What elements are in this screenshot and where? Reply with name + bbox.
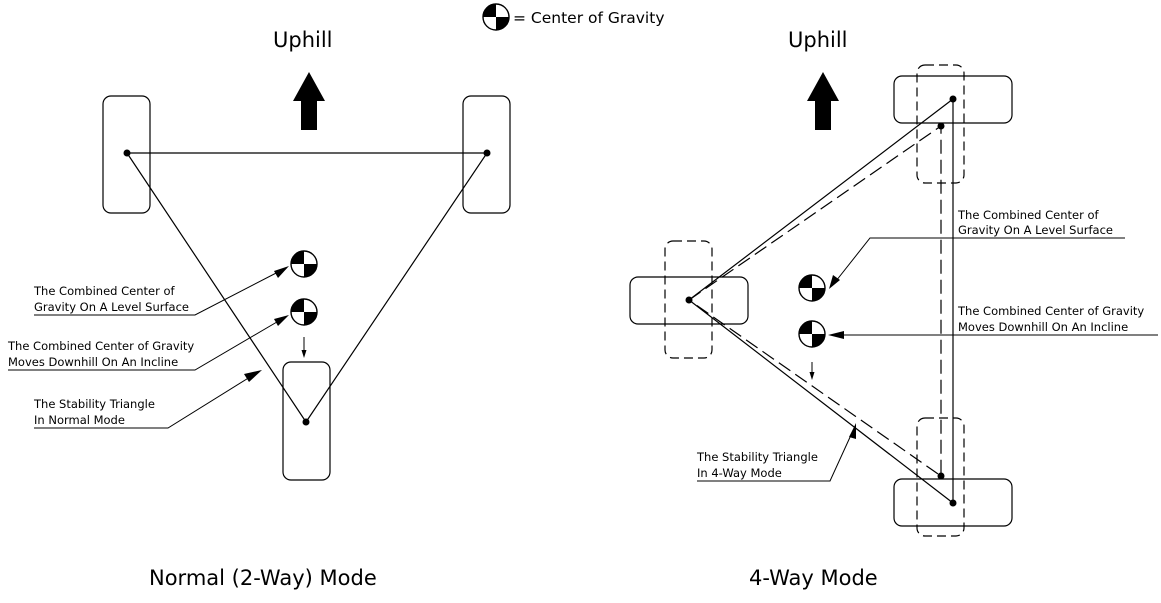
right-cog-incline-icon xyxy=(798,320,826,348)
right-callout-incline-line1: The Combined Center of Gravity xyxy=(957,304,1144,318)
legend: = Center of Gravity xyxy=(482,3,665,31)
left-front-right-wheel xyxy=(462,95,511,214)
left-callout-triangle-line2: In Normal Mode xyxy=(34,413,125,427)
left-wheels xyxy=(102,95,511,481)
right-middle-wheel-solid xyxy=(629,276,749,325)
left-panel: Uphill The Combined Center of Gravity On… xyxy=(7,28,511,590)
center-of-gravity-icon xyxy=(482,3,510,31)
left-callout-incline-line1: The Combined Center of Gravity xyxy=(7,339,194,353)
left-callout-incline-line2: Moves Downhill On An Incline xyxy=(8,355,178,369)
left-callout-level-line2: Gravity On A Level Surface xyxy=(34,300,189,314)
right-panel: Uphill The Combined Center of Gravity O xyxy=(629,28,1158,590)
left-cog-incline-icon xyxy=(290,298,318,326)
right-caption: 4-Way Mode xyxy=(749,566,878,590)
right-callout-level-line2: Gravity On A Level Surface xyxy=(958,223,1113,237)
right-solid-triangle xyxy=(688,97,954,505)
right-callout-triangle-line1: The Stability Triangle xyxy=(696,450,818,464)
left-caption: Normal (2-Way) Mode xyxy=(149,566,377,590)
left-uphill-label: Uphill xyxy=(273,28,333,52)
left-pivot-dot xyxy=(123,149,131,157)
left-callout-triangle-line1: The Stability Triangle xyxy=(33,397,155,411)
right-pivot-dot xyxy=(949,95,957,103)
right-pivot-dot xyxy=(685,296,693,304)
right-dashed-triangle xyxy=(687,124,942,478)
right-pivot-dot xyxy=(949,499,957,507)
left-stability-triangle xyxy=(125,152,489,424)
left-uphill-arrow-icon xyxy=(293,72,325,130)
right-callout-incline-line2: Moves Downhill On An Incline xyxy=(958,320,1128,334)
right-uphill-label: Uphill xyxy=(788,28,848,52)
right-pivot-dot xyxy=(937,472,945,480)
right-uphill-arrow-icon xyxy=(807,72,839,130)
right-cog-level-icon xyxy=(798,274,826,302)
right-callout-level-line1: The Combined Center of xyxy=(957,208,1100,222)
left-pivot-dot xyxy=(483,149,491,157)
right-middle-wheel-dashed xyxy=(664,240,713,359)
left-callout-level-line1: The Combined Center of xyxy=(33,284,176,298)
right-callout-triangle-line2: In 4-Way Mode xyxy=(697,466,782,480)
left-front-left-wheel xyxy=(102,95,151,214)
legend-text: = Center of Gravity xyxy=(513,9,665,27)
left-pivot-dot xyxy=(302,418,310,426)
right-pivot-dot xyxy=(937,122,945,130)
right-rear-wheel-dashed xyxy=(916,417,965,537)
left-rear-wheel xyxy=(282,361,331,481)
left-cog-level-icon xyxy=(290,250,318,278)
